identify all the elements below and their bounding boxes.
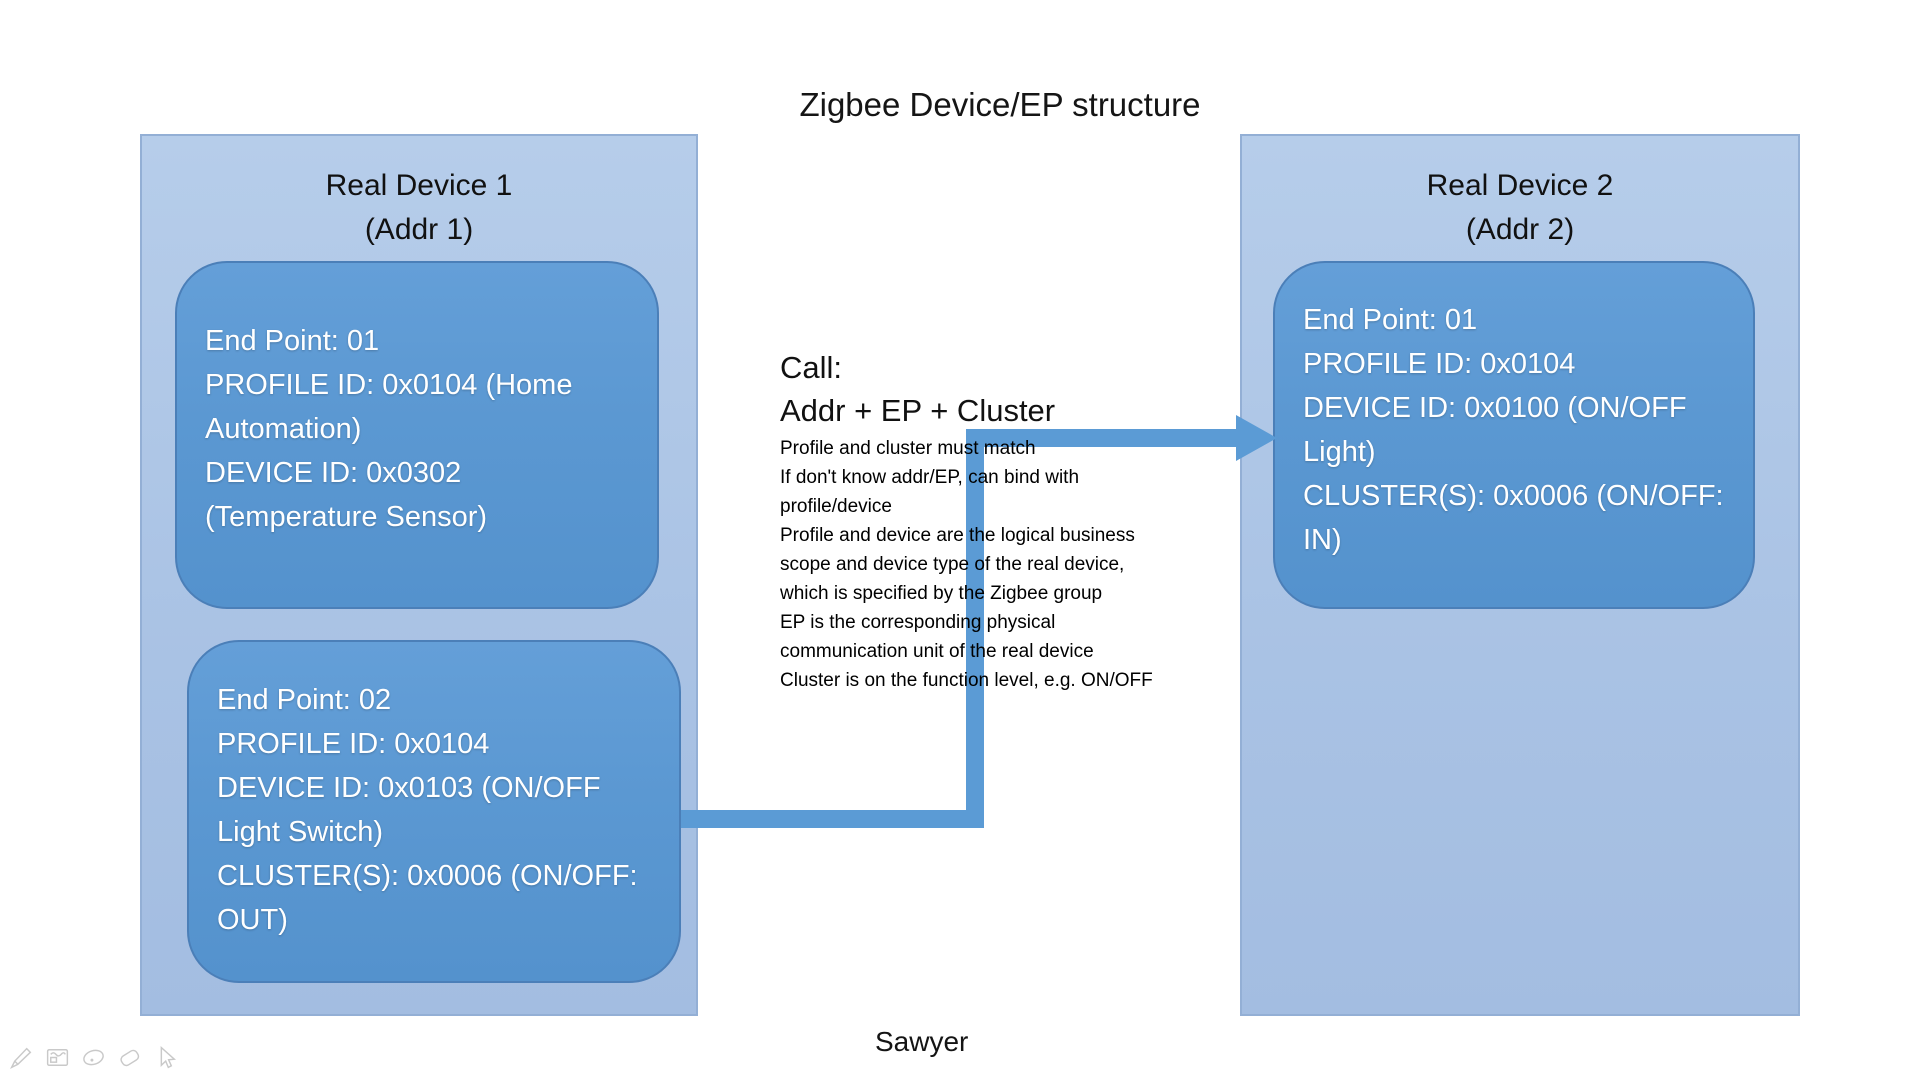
device1-endpoint2-card: End Point: 02 PROFILE ID: 0x0104 DEVICE …	[187, 640, 681, 983]
pen-icon[interactable]	[8, 1044, 35, 1071]
eraser-icon[interactable]	[116, 1044, 143, 1071]
real-device-2-header: Real Device 2 (Addr 2)	[1426, 169, 1614, 246]
pointer-icon[interactable]	[152, 1044, 179, 1071]
call-annotation: Call: Addr + EP + Cluster Profile and cl…	[780, 346, 1240, 695]
page-title: Zigbee Device/EP structure	[799, 86, 1201, 123]
annotation-toolbar	[8, 1044, 179, 1071]
author-label: Sawyer	[875, 1026, 969, 1057]
device2-endpoint1-card: End Point: 01 PROFILE ID: 0x0104 DEVICE …	[1273, 261, 1755, 609]
connector-arrow-vertical-segment	[966, 429, 984, 828]
connector-arrow-bottom-segment	[681, 810, 984, 828]
call-heading-line2: Addr + EP + Cluster	[780, 393, 1056, 428]
real-device-1-header: Real Device 1 (Addr 1)	[325, 169, 513, 246]
connector-arrowhead-icon	[1236, 415, 1277, 461]
connector-arrow-top-segment	[966, 429, 1238, 447]
device1-endpoint1-card: End Point: 01 PROFILE ID: 0x0104 (Home A…	[175, 261, 659, 609]
slides-icon[interactable]	[44, 1044, 71, 1071]
call-heading-line1: Call:	[780, 350, 843, 385]
call-notes: Profile and cluster must match If don't …	[780, 438, 1153, 691]
laser-pointer-icon[interactable]	[80, 1044, 107, 1071]
